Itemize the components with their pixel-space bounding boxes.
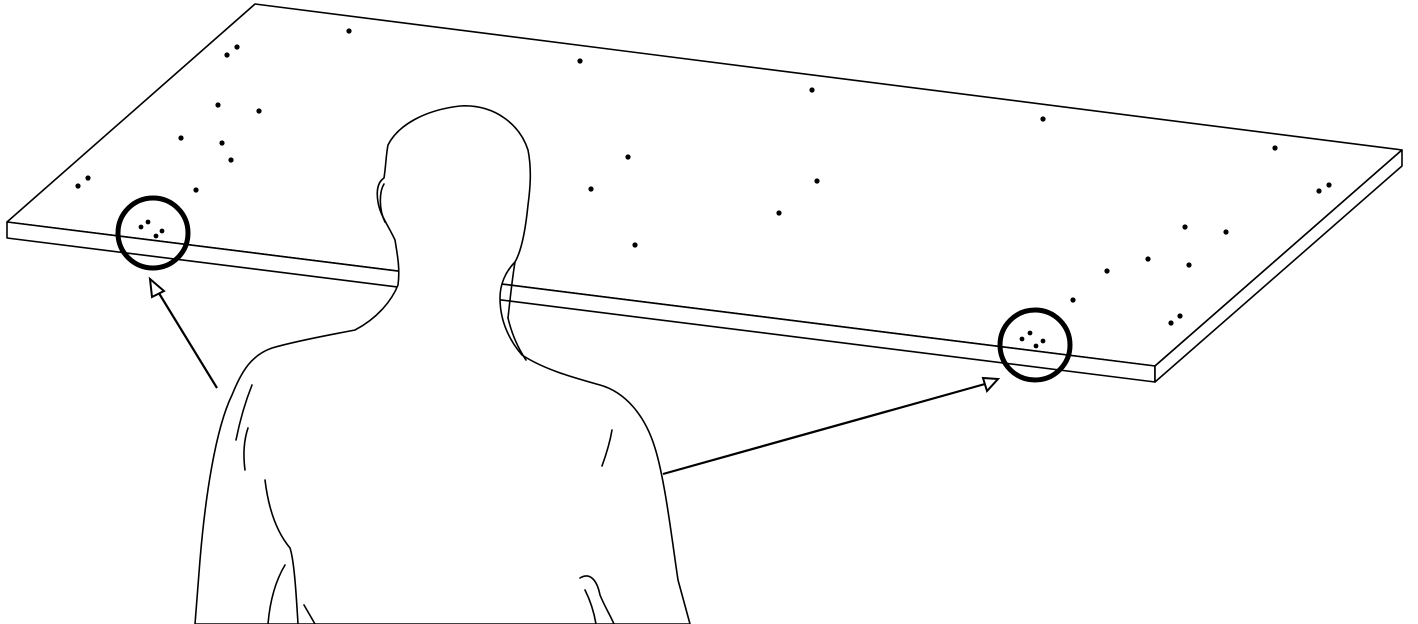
hole-dot (145, 219, 151, 225)
hole-dot (193, 187, 199, 193)
shoulder-left-detail-2 (243, 427, 249, 471)
hole-dot (219, 140, 225, 146)
hole-dot (1272, 145, 1278, 151)
person-silhouette (194, 105, 691, 624)
left-arm-fold-3 (303, 604, 316, 624)
hole-dot (224, 52, 230, 58)
hole-dot (1040, 338, 1046, 344)
hole-dot (153, 233, 159, 239)
hole-dot (1223, 229, 1229, 235)
hole-dot (228, 157, 234, 163)
panel-side-edge (1154, 149, 1403, 383)
highlight-circle-right (997, 307, 1073, 383)
right-arm-fold-2 (579, 575, 615, 624)
hole-dot (85, 175, 91, 181)
hole-dot (1326, 182, 1332, 188)
hole-dot (346, 28, 352, 34)
hole-dot (1177, 313, 1183, 319)
hole-dot (1182, 224, 1188, 230)
hole-dot (588, 186, 594, 192)
ear-inner-line (379, 183, 386, 223)
hole-dot (1070, 297, 1076, 303)
person-figure (194, 105, 691, 624)
left-arm-fold-2 (267, 564, 286, 624)
hole-dot (1019, 336, 1025, 342)
hole-dot (159, 228, 165, 234)
hole-dot (1145, 256, 1151, 262)
hole-dot (625, 154, 631, 160)
collar-line (507, 317, 527, 361)
arrow-right-head (981, 376, 1001, 393)
hole-dot (577, 58, 583, 64)
hole-dot (814, 178, 820, 184)
hole-dot (1027, 330, 1033, 336)
callout-arrows (148, 276, 1001, 476)
right-arm-fold (601, 429, 613, 467)
hole-dot (1316, 188, 1322, 194)
left-arm-fold (264, 479, 299, 624)
right-arm-fold-3 (584, 589, 597, 624)
hole-dot (776, 210, 782, 216)
ceiling-panel (6, 3, 1403, 383)
hole-dot (809, 87, 815, 93)
hole-dot (1033, 343, 1039, 349)
hole-dot (234, 44, 240, 50)
hole-dot (256, 108, 262, 114)
hole-dot (1104, 268, 1110, 274)
shoulder-left-detail (235, 384, 253, 441)
hole-dot (1168, 320, 1174, 326)
hole-dot (138, 224, 144, 230)
highlights (115, 195, 1073, 383)
fixing-holes (75, 28, 1332, 349)
hole-dot (75, 183, 81, 189)
neck-line (507, 261, 516, 319)
hole-dot (632, 242, 638, 248)
hole-dot (215, 102, 221, 108)
arrow-left-shaft (156, 289, 218, 389)
arrow-left-head (148, 276, 166, 299)
arrow-right-shaft (662, 382, 986, 476)
hole-dot (1040, 116, 1046, 122)
highlight-circle-left (115, 195, 191, 271)
hole-dot (1186, 262, 1192, 268)
hole-dot (178, 135, 184, 141)
